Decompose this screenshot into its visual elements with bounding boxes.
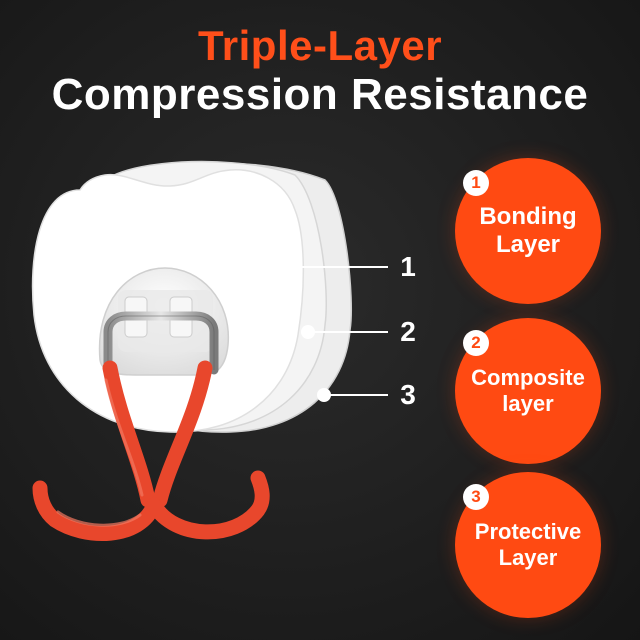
callout-pointer-2 (301, 325, 388, 339)
badge-2: 2 (463, 330, 489, 356)
clear-hook-base (98, 267, 230, 376)
protective-layer-label: Protective Layer (474, 519, 582, 570)
headline-compression-resistance: Compression Resistance (51, 70, 589, 119)
headline-triple-layer: Triple-Layer (197, 22, 443, 69)
bonding-layer-label: Bonding Layer (479, 203, 577, 258)
red-hook-highlights (56, 378, 144, 527)
metal-hook-bracket (103, 311, 219, 375)
bonding-layer-circle: 1 Bonding Layer (455, 158, 601, 304)
callout-pointer-3 (317, 388, 388, 402)
protective-layer-circle: 3 Protective Layer (455, 472, 601, 618)
callout-number-1: 1 (400, 251, 416, 282)
red-double-hook (32, 360, 270, 541)
callout-number-3: 3 (400, 379, 416, 410)
callout-number-2: 2 (400, 316, 416, 347)
callout-pointer-1 (259, 260, 388, 274)
badge-1: 1 (463, 170, 489, 196)
badge-3: 3 (463, 484, 489, 510)
composite-layer-circle: 2 Composite layer (455, 318, 601, 464)
composite-layer-label: Composite layer (471, 365, 585, 416)
